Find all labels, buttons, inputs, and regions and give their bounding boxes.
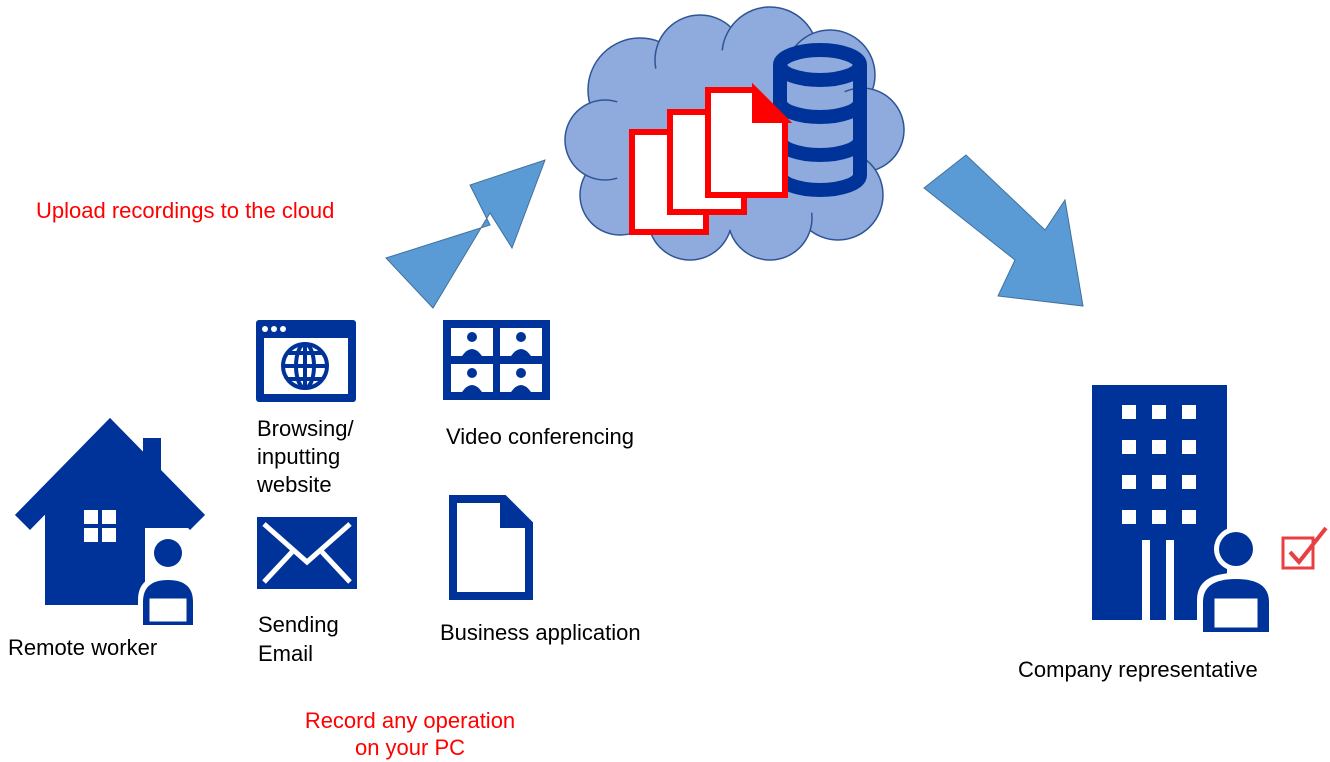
remote-worker-label: Remote worker <box>8 635 158 660</box>
record-label-line2: on your PC <box>354 735 466 760</box>
email-label-line1: Sending <box>258 612 339 637</box>
record-label-line1: Record any operation <box>304 708 516 733</box>
cloud-shape <box>564 6 905 261</box>
video-conf-label: Video conferencing <box>446 424 634 449</box>
browsing-label-line3: website <box>257 472 332 497</box>
browsing-label-line1: Browsing/ <box>257 416 354 441</box>
upload-label: Upload recordings to the cloud <box>36 198 335 223</box>
email-label-line2: Email <box>258 641 314 666</box>
company-rep-label: Company representative <box>1018 657 1258 682</box>
business-app-label: Business application <box>440 620 641 645</box>
database-icon <box>773 43 867 197</box>
representative-icon <box>1197 527 1275 632</box>
browsing-label-line2: inputting <box>257 444 341 469</box>
document-stack-icon <box>629 82 793 235</box>
